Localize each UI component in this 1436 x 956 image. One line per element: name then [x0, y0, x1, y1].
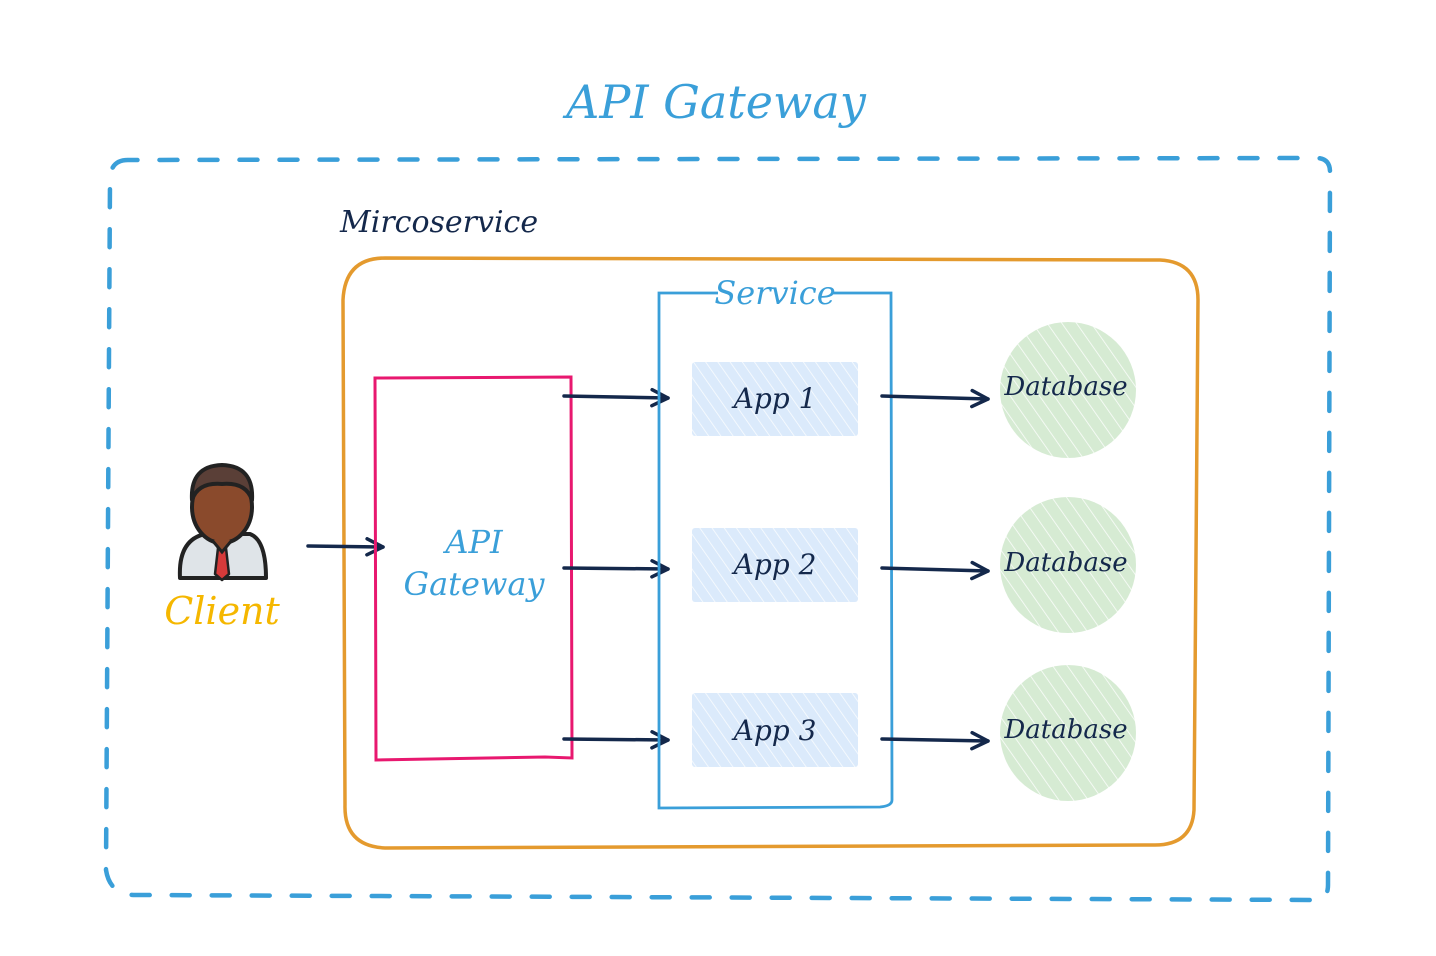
arrow-gateway-to-app-2: [562, 559, 670, 579]
database-node: Database: [1000, 665, 1136, 801]
microservice-boundary: [341, 256, 1200, 850]
arrow-app-2-to-database: [880, 560, 990, 581]
app-node: App 2: [692, 528, 858, 602]
database-2-circle: [1000, 497, 1136, 633]
database-2-label: Database: [1003, 548, 1127, 578]
app-node: App 3: [692, 693, 858, 767]
api-gateway-label-line1: API: [442, 523, 504, 561]
database-3-circle: [1000, 665, 1136, 801]
diagram-title: API Gateway: [562, 75, 867, 129]
api-gateway-box: [373, 375, 574, 762]
arrow-gateway-to-app-3: [562, 730, 670, 750]
app-node: App 1: [692, 362, 858, 436]
database-node: Database: [1000, 497, 1136, 633]
client-label: Client: [164, 589, 280, 633]
arrow-app-3-to-database: [880, 730, 990, 751]
database-1-circle: [1000, 322, 1136, 458]
api-gateway-label-line2: Gateway: [404, 565, 546, 603]
person-icon: [177, 463, 268, 582]
database-1-label: Database: [1003, 372, 1127, 402]
database-node: Database: [1000, 322, 1136, 458]
arrow-app-1-to-database: [880, 388, 990, 409]
outer-dashed-boundary: [103, 155, 1333, 903]
database-3-label: Database: [1003, 715, 1127, 745]
arrow-client-to-gateway: [306, 537, 385, 557]
service-label: Service: [714, 274, 835, 312]
arrow-gateway-to-app-1: [562, 387, 670, 408]
app-1-box: [692, 362, 858, 436]
app-3-box: [692, 693, 858, 767]
microservice-label: Mircoservice: [339, 205, 538, 240]
app-1-label: App 1: [731, 382, 817, 415]
app-2-label: App 2: [731, 548, 817, 581]
service-boundary: [657, 291, 894, 810]
app-3-label: App 3: [731, 714, 817, 747]
app-2-box: [692, 528, 858, 602]
